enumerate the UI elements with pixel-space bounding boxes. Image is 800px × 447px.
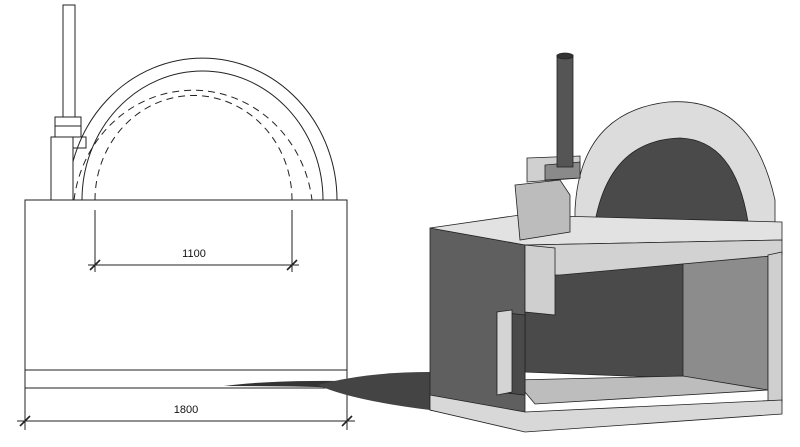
chimney-cap bbox=[556, 52, 574, 60]
dome-hidden-arc-inner bbox=[94, 95, 293, 201]
dome-hidden-arc-outer bbox=[73, 89, 313, 201]
dome-inner-arc bbox=[81, 70, 324, 201]
interior-side-wall bbox=[682, 254, 769, 391]
elevation-view bbox=[24, 4, 348, 389]
base-block bbox=[24, 199, 348, 389]
right-wall-section bbox=[767, 251, 783, 406]
section-3d-view bbox=[318, 52, 783, 433]
chimney-collar bbox=[54, 116, 82, 138]
dome-interior bbox=[594, 137, 749, 223]
elevation-shadow bbox=[224, 380, 347, 388]
front-cut-wall bbox=[524, 244, 556, 316]
oven-entry-block bbox=[50, 136, 74, 201]
chimney-pipe bbox=[556, 54, 574, 168]
door-jamb bbox=[496, 309, 513, 396]
ground-shadow bbox=[318, 372, 430, 410]
base-foot-slab bbox=[429, 394, 783, 433]
dimension-label-total: 1800 bbox=[174, 404, 198, 416]
dimension-label-inner: 1100 bbox=[182, 248, 206, 260]
chimney-flue bbox=[62, 4, 76, 118]
dimension-1100 bbox=[88, 210, 299, 272]
base-top-slab bbox=[429, 214, 783, 246]
dome-outer-arc bbox=[67, 57, 338, 201]
entry-block-lower bbox=[514, 179, 571, 241]
